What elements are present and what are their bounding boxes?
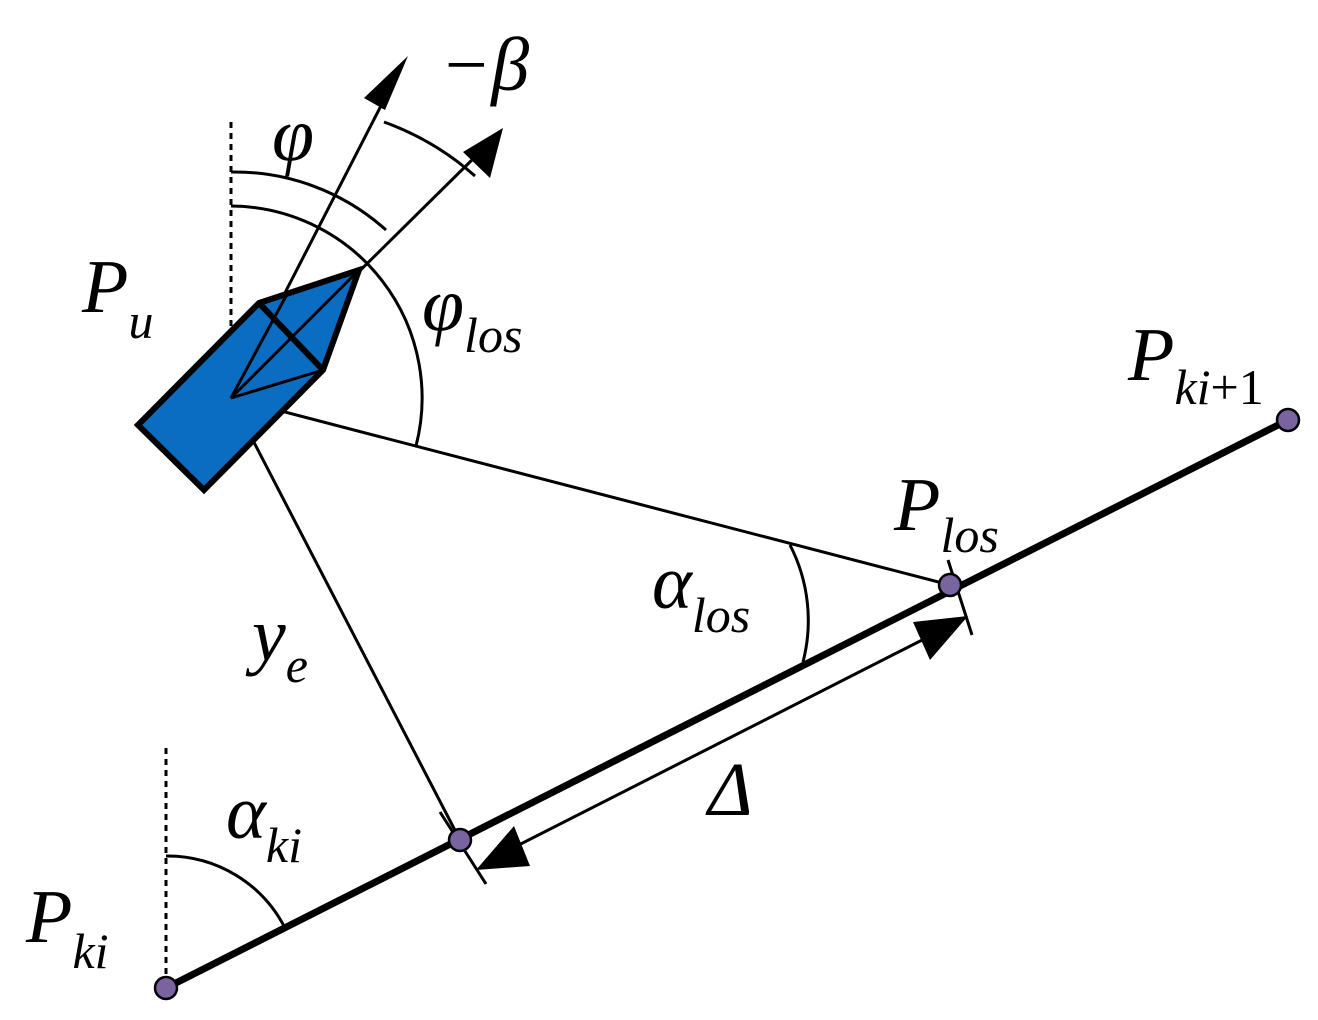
- vessel-icon: [133, 265, 364, 495]
- line-of-sight: [230, 396, 951, 587]
- label-alpha-los: αlos: [652, 541, 750, 643]
- label-neg-beta: −β: [440, 23, 529, 107]
- waypoint-p-los: [937, 572, 963, 598]
- cross-track-error-line: [229, 397, 462, 841]
- alpha-ki-arc: [165, 854, 287, 929]
- delta-tick-end: [946, 559, 974, 636]
- vessel-bow-line-c: [229, 295, 288, 399]
- label-p-ki: Pki: [25, 875, 109, 979]
- phi-arc: [230, 170, 388, 232]
- neg-beta-arc: [383, 120, 476, 178]
- delta-dimension-line: [504, 632, 935, 854]
- label-y-e: ye: [245, 593, 308, 693]
- vessel-bow-line-b: [229, 268, 361, 400]
- label-p-u: Pu: [81, 245, 153, 349]
- label-p-los: Plos: [893, 463, 999, 563]
- heading-arrowhead: [364, 56, 408, 110]
- label-delta: Δ: [705, 748, 753, 832]
- waypoint-p-ki: [153, 975, 179, 1001]
- label-p-ki1: Pki+1: [1127, 313, 1264, 415]
- label-alpha-ki: αki: [226, 771, 302, 873]
- waypoint-p-ki1: [1275, 407, 1301, 433]
- label-phi: φ: [272, 93, 314, 177]
- delta-arrowhead-start: [476, 826, 530, 870]
- path-segment: [164, 416, 1290, 992]
- los-course-arrowhead: [463, 128, 503, 178]
- waypoint-projection: [447, 827, 473, 853]
- delta-arrowhead-end: [913, 616, 968, 660]
- label-phi-los: φlos: [422, 263, 522, 363]
- vessel-bow-line-d: [230, 368, 324, 400]
- phi-los-arc: [230, 204, 424, 447]
- alpha-los-arc: [788, 544, 810, 663]
